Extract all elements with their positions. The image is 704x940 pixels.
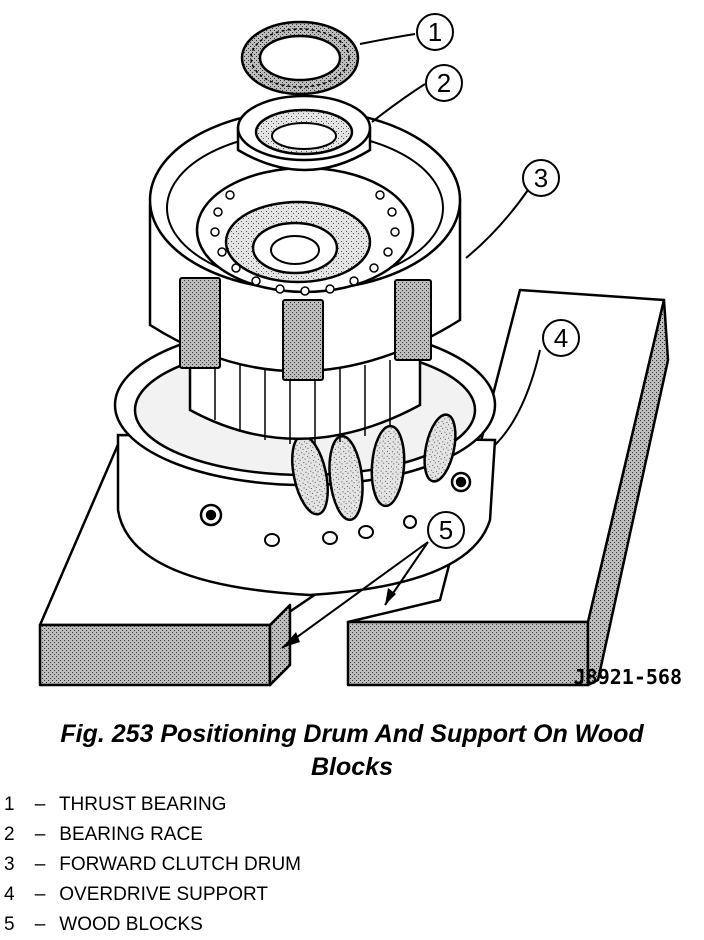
- drum-plate-holes: [210, 190, 400, 296]
- legend-dash: –: [34, 914, 46, 935]
- legend-label: BEARING RACE: [59, 824, 203, 845]
- legend-item: 5– WOOD BLOCKS: [4, 910, 301, 940]
- parts-legend: 1– THRUST BEARING 2– BEARING RACE 3– FOR…: [4, 790, 301, 940]
- legend-label: THRUST BEARING: [58, 794, 227, 815]
- thrust-bearing: [240, 20, 360, 96]
- legend-number: 4: [4, 884, 15, 905]
- legend-number: 3: [4, 854, 15, 875]
- legend-label: WOOD BLOCKS: [59, 914, 203, 935]
- callout-2: 2: [425, 64, 463, 102]
- legend-number: 5: [4, 914, 15, 935]
- support-holes: [264, 515, 417, 547]
- legend-dash: –: [34, 824, 46, 845]
- forward-clutch-drum: [148, 108, 462, 445]
- callout-3-label: 3: [534, 163, 548, 193]
- callout-3: 3: [522, 159, 560, 197]
- right-wood-block-front: [346, 620, 590, 687]
- legend-item: 2– BEARING RACE: [4, 820, 301, 850]
- legend-item: 3– FORWARD CLUTCH DRUM: [4, 850, 301, 880]
- callout-1: 1: [416, 13, 454, 51]
- legend-number: 2: [4, 824, 15, 845]
- support-ribs: [291, 413, 457, 522]
- callout-5-label: 5: [439, 515, 453, 545]
- bearing-race: [236, 94, 372, 172]
- legend-item: 1– THRUST BEARING: [4, 790, 301, 820]
- legend-dash: –: [34, 794, 46, 815]
- caption-line-1: Fig. 253 Positioning Drum And Support On…: [60, 720, 644, 748]
- right-wood-block-side: [586, 298, 670, 687]
- caption-line-2: Blocks: [311, 753, 393, 781]
- exploded-view-illustration: 1 2 3 4 5 J8921-568: [38, 13, 682, 689]
- leader-arrowheads: [282, 588, 396, 648]
- legend-dash: –: [34, 884, 46, 905]
- callout-1-label: 1: [428, 17, 442, 47]
- callout-5: 5: [427, 511, 465, 549]
- left-wood-block-side: [268, 603, 292, 687]
- callout-4-label: 4: [554, 323, 568, 353]
- drum-hub-splines: [214, 360, 391, 445]
- drum-slots: [179, 277, 432, 381]
- figure-caption: Fig. 253 Positioning Drum And Support On…: [0, 718, 704, 784]
- legend-item: 4– OVERDRIVE SUPPORT: [4, 880, 301, 910]
- left-wood-block-front: [38, 623, 272, 687]
- figure-code: J8921-568: [574, 665, 682, 689]
- legend-number: 1: [4, 794, 15, 815]
- legend-label: FORWARD CLUTCH DRUM: [59, 854, 301, 875]
- callout-2-label: 2: [437, 68, 451, 98]
- callout-4: 4: [542, 319, 580, 357]
- legend-label: OVERDRIVE SUPPORT: [59, 884, 268, 905]
- legend-dash: –: [34, 854, 46, 875]
